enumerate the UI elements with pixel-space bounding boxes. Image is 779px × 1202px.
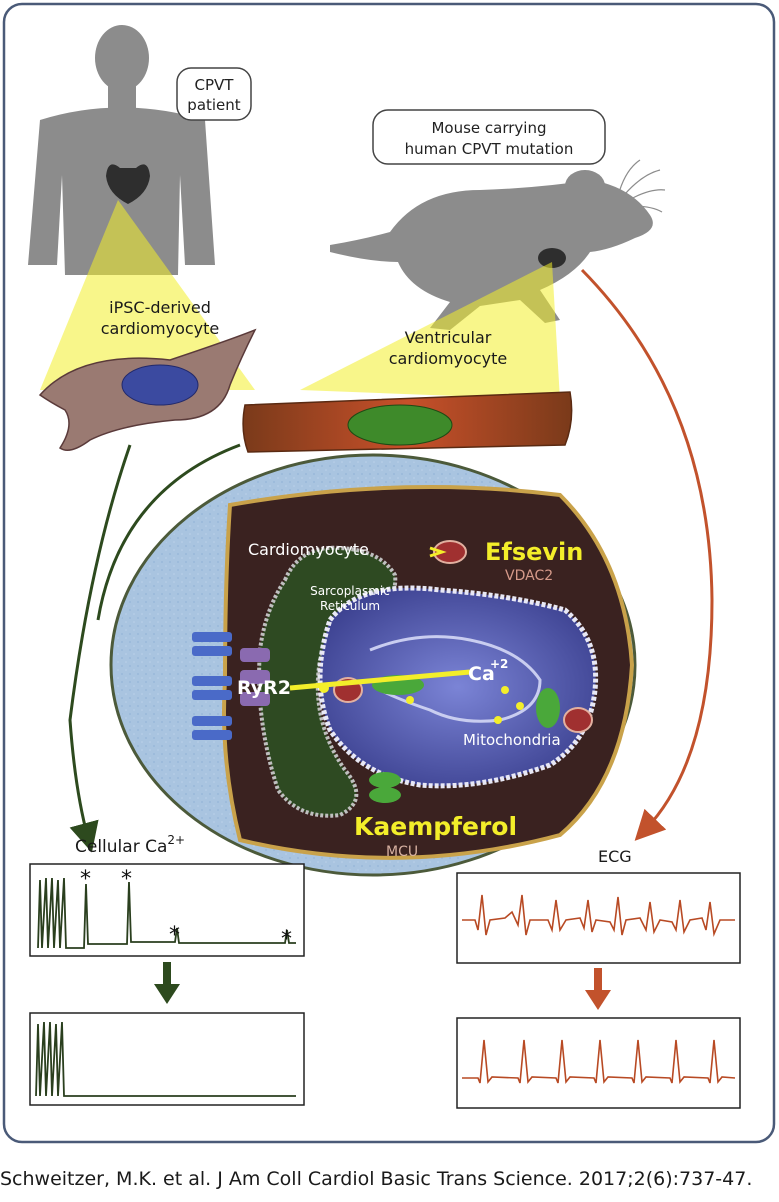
heart-icon (106, 164, 150, 204)
mcu-channel-icon (369, 675, 560, 803)
mouse-beam (300, 262, 560, 400)
ecg-label: ECG (598, 847, 632, 866)
green-flow-arrow (68, 444, 132, 853)
ca-trace-after (35, 1021, 296, 1097)
kaempferol-label: Kaempferol (354, 812, 517, 841)
ca-trace-before (37, 877, 296, 949)
ryr2-channel-icon (240, 648, 270, 706)
ryr2-label: RyR2 (237, 677, 291, 699)
patient-bubble-line2: patient (187, 96, 240, 114)
ipsc-nucleus (121, 364, 199, 406)
patient-beam (40, 200, 255, 390)
membrane-channels-icon (192, 632, 232, 740)
sr-label-line2: Reticulum (320, 599, 380, 613)
mcu-label: MCU (386, 844, 418, 860)
efsevin-label: Efsevin (485, 538, 583, 566)
mouse-bubble (372, 109, 606, 165)
cardiomyocyte-label: Cardiomyocyte (248, 540, 369, 559)
ecg-trace-after (462, 1039, 736, 1085)
mito-cristae (369, 635, 542, 723)
mouse-bubble-line1: Mouse carrying (431, 119, 546, 137)
ventricular-label-line1: Ventricular (405, 328, 492, 347)
mouse-silhouette-icon (330, 170, 653, 330)
mouse-bubble-line2: human CPVT mutation (405, 140, 574, 158)
sr-label-line1: Sarcoplasmic (310, 584, 390, 598)
ipsc-label-line1: iPSC-derived (109, 298, 211, 317)
mitochondria-label: Mitochondria (463, 731, 561, 749)
peak-asterisk-3: * (169, 923, 180, 948)
peak-asterisk-4: * (281, 927, 292, 952)
peak-asterisk-1: * (80, 867, 91, 892)
ventricular-label-line2: cardiomyocyte (389, 349, 508, 368)
mouse-heart-icon (538, 248, 566, 268)
red-down-arrow-icon (585, 968, 611, 1010)
ipsc-label-line2: cardiomyocyte (101, 319, 220, 338)
red-flow-arrow (580, 268, 714, 841)
ca-label: Ca (468, 663, 495, 685)
cellular-ca-label: Cellular Ca2+ (75, 833, 185, 857)
ecg-trace-before (462, 894, 735, 938)
peak-asterisk-2: * (121, 867, 132, 892)
calcium-flux-arrow (289, 669, 524, 724)
green-flow-arrow-2 (96, 443, 241, 621)
mouse-whiskers (617, 159, 666, 213)
green-down-arrow-icon (154, 962, 180, 1004)
ventricular-nucleus (347, 404, 453, 446)
ca-charge-label: +2 (490, 657, 508, 671)
patient-bubble-line1: CPVT (195, 76, 235, 94)
ca-trace-box-before (29, 863, 305, 957)
citation: Schweitzer, M.K. et al. J Am Coll Cardio… (0, 1168, 753, 1190)
patient-bubble (176, 67, 252, 121)
ca-trace-box-after (29, 1012, 305, 1106)
mitochondria (317, 585, 599, 789)
vdac2-label: VDAC2 (505, 568, 553, 584)
